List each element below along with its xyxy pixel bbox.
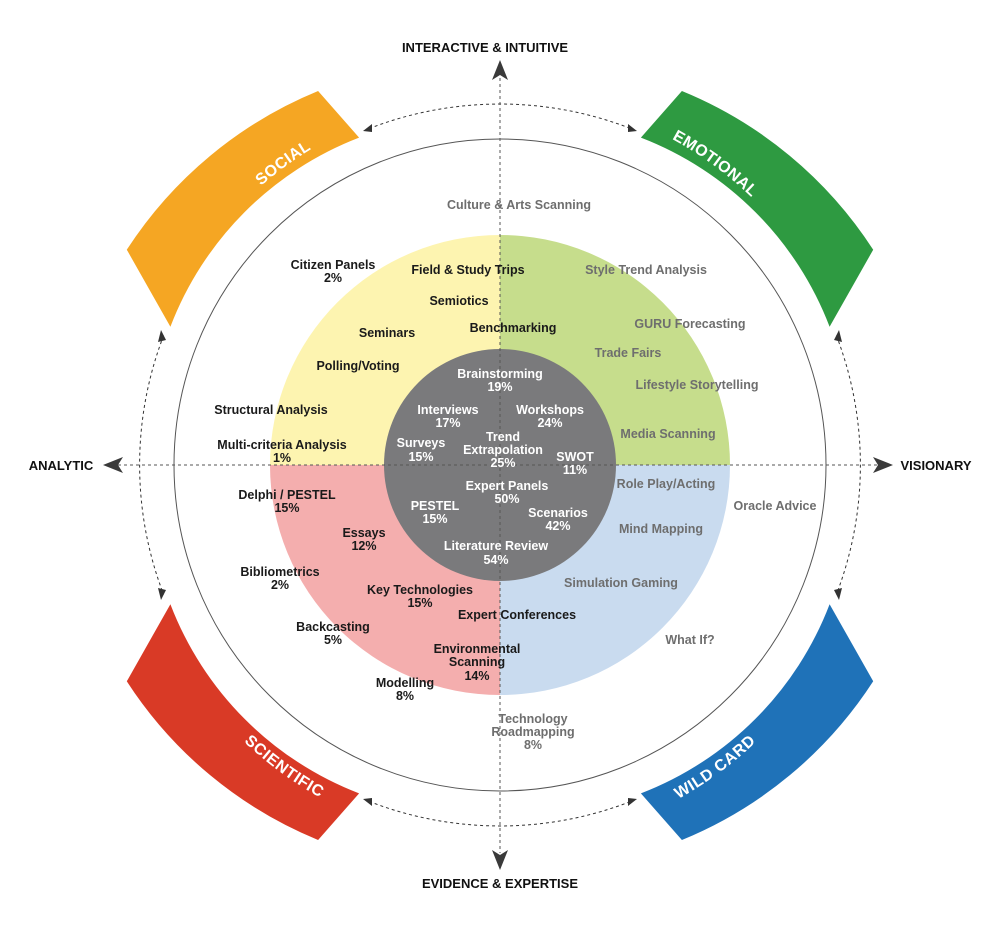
method-backcasting-pct: 5% [324,633,342,647]
method-lifestyle-storytelling: Lifestyle Storytelling [636,378,759,392]
method-trend-pct: 25% [490,456,515,470]
method-essays: Essays [342,526,385,540]
axis-label-top: INTERACTIVE & INTUITIVE [402,40,568,55]
emotional-methods: Culture & Arts Scanning Style Trend Anal… [447,198,758,441]
axis-label-left: ANALYTIC [29,458,94,473]
method-trend-line-1: Trend [486,430,520,444]
method-environmental-line-1: Environmental [434,642,521,656]
method-citizen-panels-pct: 2% [324,271,342,285]
method-literature-review-pct: 54% [483,553,508,567]
method-semiotics: Semiotics [429,294,488,308]
method-pestel: PESTEL [411,499,460,513]
method-swot: SWOT [556,450,594,464]
axes [118,78,880,853]
method-oracle-advice: Oracle Advice [734,499,817,513]
method-scenarios-pct: 42% [545,519,570,533]
method-brainstorming-pct: 19% [487,380,512,394]
method-backcasting: Backcasting [296,620,370,634]
method-pestel-pct: 15% [422,512,447,526]
method-delphi-pestel-pct: 15% [274,501,299,515]
method-technology-line-2: Roadmapping [491,725,574,739]
method-multi-criteria-analysis: Multi-criteria Analysis [217,438,346,452]
social-methods: Citizen Panels 2% Field & Study Trips Se… [214,258,556,465]
method-workshops-pct: 24% [537,416,562,430]
method-delphi-pestel: Delphi / PESTEL [238,488,336,502]
axis-label-bottom: EVIDENCE & EXPERTISE [422,876,578,891]
method-guru-forecasting: GURU Forecasting [634,317,745,331]
method-modelling: Modelling [376,676,434,690]
method-surveys: Surveys [397,436,446,450]
axis-label-right: VISIONARY [900,458,971,473]
method-essays-pct: 12% [351,539,376,553]
method-brainstorming: Brainstorming [457,367,542,381]
method-structural-analysis: Structural Analysis [214,403,328,417]
method-expert-panels: Expert Panels [466,479,549,493]
method-surveys-pct: 15% [408,450,433,464]
method-technology-line-1: Technology [498,712,567,726]
arrow-up-icon [492,60,508,80]
method-citizen-panels: Citizen Panels [291,258,376,272]
method-benchmarking: Benchmarking [470,321,557,335]
method-interviews-pct: 17% [435,416,460,430]
method-what-if: What If? [665,633,714,647]
band-scientific [126,604,360,840]
method-technology-pct: 8% [524,738,542,752]
method-workshops: Workshops [516,403,584,417]
method-culture-arts-scanning: Culture & Arts Scanning [447,198,591,212]
method-multi-criteria-analysis-pct: 1% [273,451,291,465]
method-scenarios: Scenarios [528,506,588,520]
method-expert-conferences: Expert Conferences [458,608,576,622]
method-environmental-line-2: Scanning [449,655,505,669]
method-trade-fairs: Trade Fairs [595,346,662,360]
arrow-right-icon [873,457,893,473]
method-literature-review: Literature Review [444,539,548,553]
band-social [126,91,360,327]
band-wild-card [640,604,874,840]
method-seminars: Seminars [359,326,415,340]
method-polling-voting: Polling/Voting [316,359,399,373]
method-media-scanning: Media Scanning [620,427,715,441]
method-key-technologies: Key Technologies [367,583,473,597]
method-swot-pct: 11% [563,463,587,477]
method-environmental-pct: 14% [464,669,489,683]
arrow-down-icon [492,850,508,870]
band-emotional [640,91,874,327]
method-expert-panels-pct: 50% [494,492,519,506]
method-key-technologies-pct: 15% [407,596,432,610]
method-interviews: Interviews [417,403,478,417]
method-trend-line-2: Extrapolation [463,443,543,457]
wild-card-methods: Role Play/Acting Oracle Advice Mind Mapp… [491,477,816,752]
method-field-study-trips: Field & Study Trips [411,263,524,277]
method-modelling-pct: 8% [396,689,414,703]
method-bibliometrics: Bibliometrics [240,565,319,579]
method-style-trend-analysis: Style Trend Analysis [585,263,707,277]
method-simulation-gaming: Simulation Gaming [564,576,678,590]
method-role-play-acting: Role Play/Acting [617,477,716,491]
axis-arrowheads [103,60,893,870]
arrow-left-icon [103,457,123,473]
method-mind-mapping: Mind Mapping [619,522,703,536]
core-methods: Brainstorming 19% Interviews 17% Worksho… [397,367,594,567]
scientific-methods: Delphi / PESTEL 15% Essays 12% Bibliomet… [238,488,576,703]
method-bibliometrics-pct: 2% [271,578,289,592]
connector-arrowheads [158,124,842,806]
